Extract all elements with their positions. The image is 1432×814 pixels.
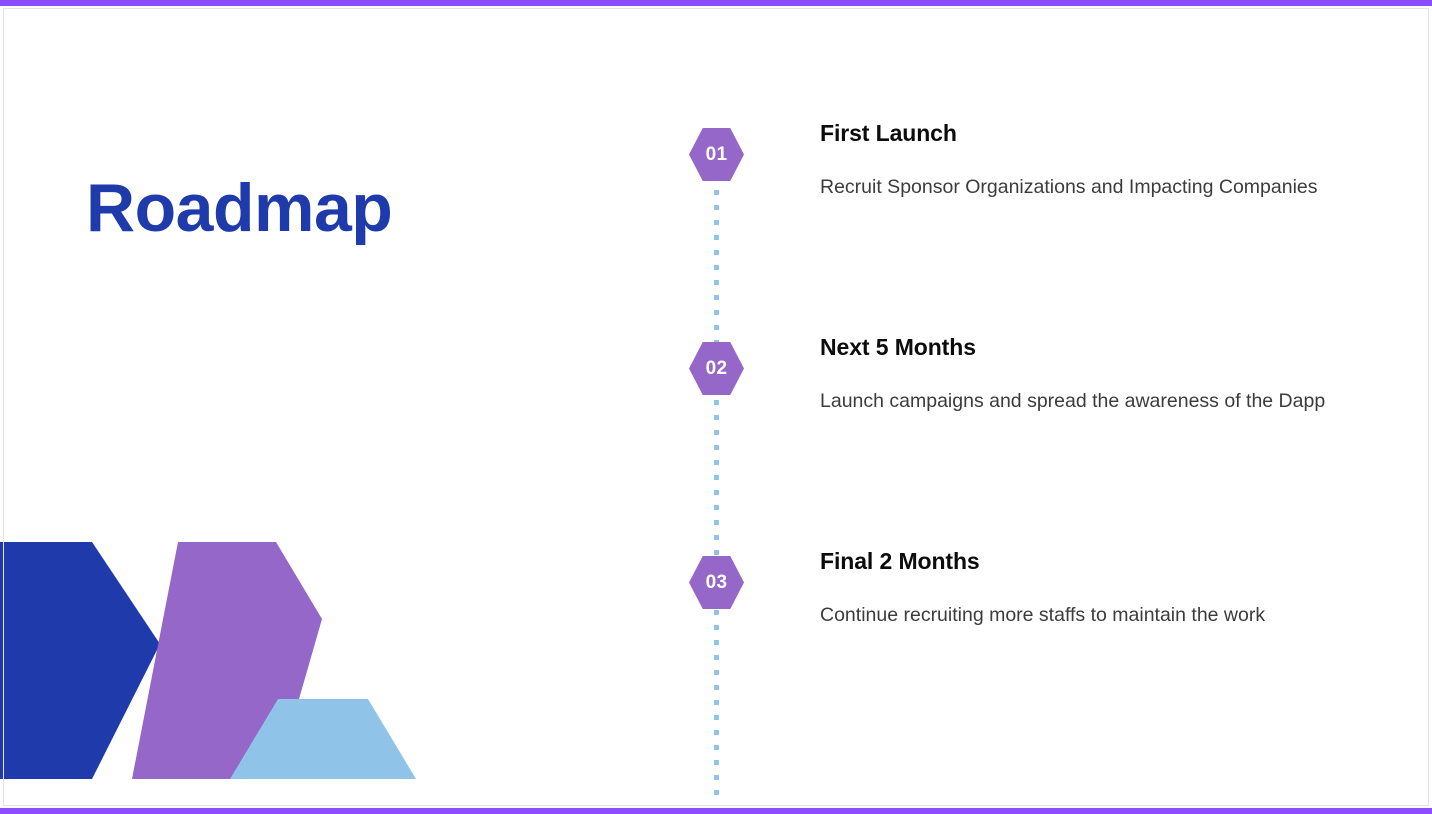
timeline-item-1-body: First Launch Recruit Sponsor Organizatio… xyxy=(820,119,1365,203)
timeline-item-1-description: Recruit Sponsor Organizations and Impact… xyxy=(820,175,1318,198)
hexagon-marker-02: 02 xyxy=(689,342,744,395)
bottom-accent-bar xyxy=(0,808,1432,814)
roadmap-timeline: 01 First Launch Recruit Sponsor Organiza… xyxy=(689,0,1389,814)
marker-number: 02 xyxy=(705,358,728,379)
timeline-item-3-description: Continue recruiting more staffs to maint… xyxy=(820,603,1266,626)
page-title: Roadmap xyxy=(86,169,393,246)
timeline-item-1-heading: First Launch xyxy=(820,120,957,146)
timeline-dotted-line xyxy=(714,130,719,802)
timeline-item-3-heading: Final 2 Months xyxy=(820,548,980,574)
hexagon-marker-01: 01 xyxy=(689,128,744,181)
light-blue-trapezoid-shape xyxy=(230,699,416,779)
timeline-item-2-description: Launch campaigns and spread the awarenes… xyxy=(820,389,1326,412)
marker-number: 01 xyxy=(705,144,728,165)
dark-blue-hexagon-shape xyxy=(0,542,160,779)
top-accent-bar xyxy=(0,0,1432,6)
marker-number: 03 xyxy=(705,572,728,593)
timeline-item-2-body: Next 5 Months Launch campaigns and sprea… xyxy=(820,333,1365,417)
timeline-item-2-heading: Next 5 Months xyxy=(820,334,976,360)
timeline-item-3-body: Final 2 Months Continue recruiting more … xyxy=(820,547,1365,631)
hexagon-marker-03: 03 xyxy=(689,556,744,609)
purple-hexagon-shape xyxy=(132,542,322,779)
decorative-shapes xyxy=(0,514,520,814)
